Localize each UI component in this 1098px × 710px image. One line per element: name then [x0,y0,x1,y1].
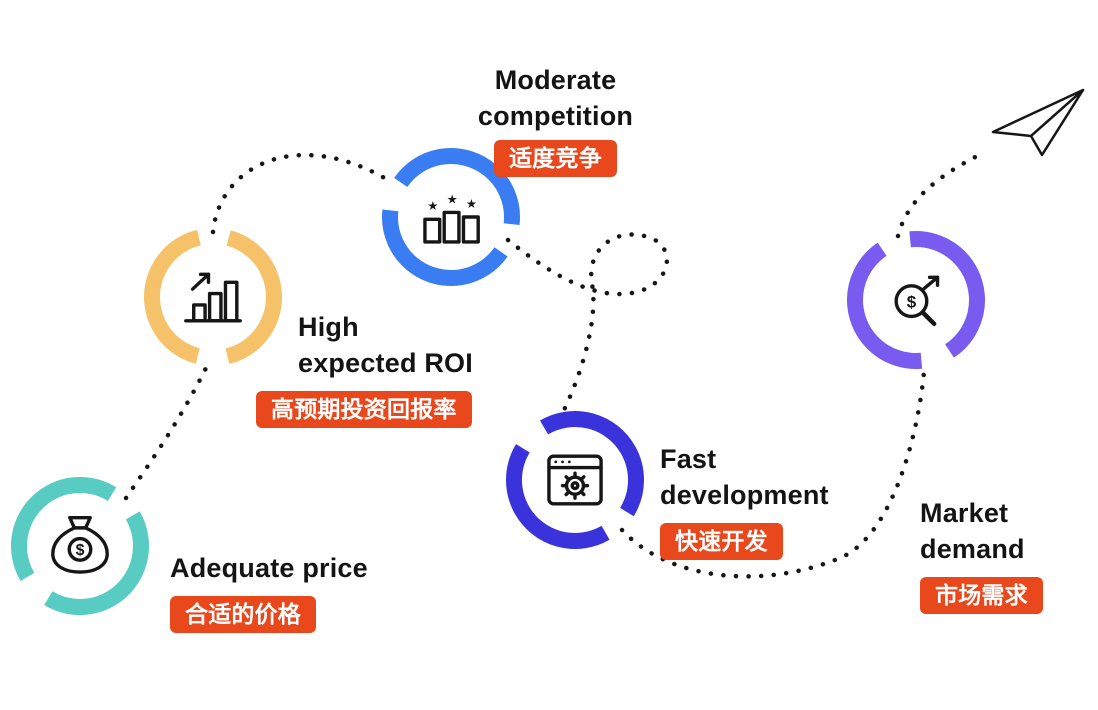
node-label-line: development [660,480,829,510]
label-high-expected-roi: High expected ROI 高预期投资回报率 [256,309,473,428]
node-high-expected-roi [138,222,288,372]
node-badge-zh: 合适的价格 [170,596,316,633]
paper-plane-icon [991,88,1085,157]
ranking-podium-icon: ★ ★ ★ [376,142,526,292]
node-badge-zh: 适度竞争 [494,140,617,177]
node-adequate-price: $ [5,471,155,621]
dotted-path-3 [505,232,670,413]
node-ring [144,228,282,366]
dotted-path-5 [895,149,988,239]
label-market-demand: Market demand 市场需求 [920,495,1043,614]
node-label-line: expected ROI [298,348,473,378]
node-moderate-competition: ★ ★ ★ [376,142,526,292]
node-label-line: Market [920,498,1009,528]
node-label-line: demand [920,534,1025,564]
node-badge-zh: 快速开发 [660,523,783,560]
svg-text:$: $ [907,292,917,311]
node-label-line: Fast [660,444,717,474]
node-badge-zh: 高预期投资回报率 [256,391,472,428]
node-label-line: High [298,312,359,342]
svg-text:★: ★ [447,192,458,206]
node-ring [11,477,149,615]
dotted-path-2 [210,152,391,235]
node-label-line: Moderate [494,65,617,95]
market-search-icon: $ [841,225,991,375]
node-ring [382,148,520,286]
label-moderate-competition: Moderate competition 适度竞争 [448,62,663,177]
node-ring [506,411,644,549]
browser-gear-icon [500,405,650,555]
svg-text:★: ★ [427,199,438,213]
node-market-demand: $ [841,225,991,375]
node-badge-zh: 市场需求 [920,577,1043,614]
dotted-path-4 [619,369,927,579]
svg-text:★: ★ [466,197,477,211]
node-ring [847,231,985,369]
money-bag-icon: $ [5,471,155,621]
growth-chart-icon [138,222,288,372]
label-fast-development: Fast development 快速开发 [660,441,829,560]
node-fast-development [500,405,650,555]
node-label-line: Adequate price [170,553,368,583]
label-adequate-price: Adequate price 合适的价格 [170,550,368,633]
node-label-line: competition [477,101,634,131]
svg-text:$: $ [76,542,85,559]
